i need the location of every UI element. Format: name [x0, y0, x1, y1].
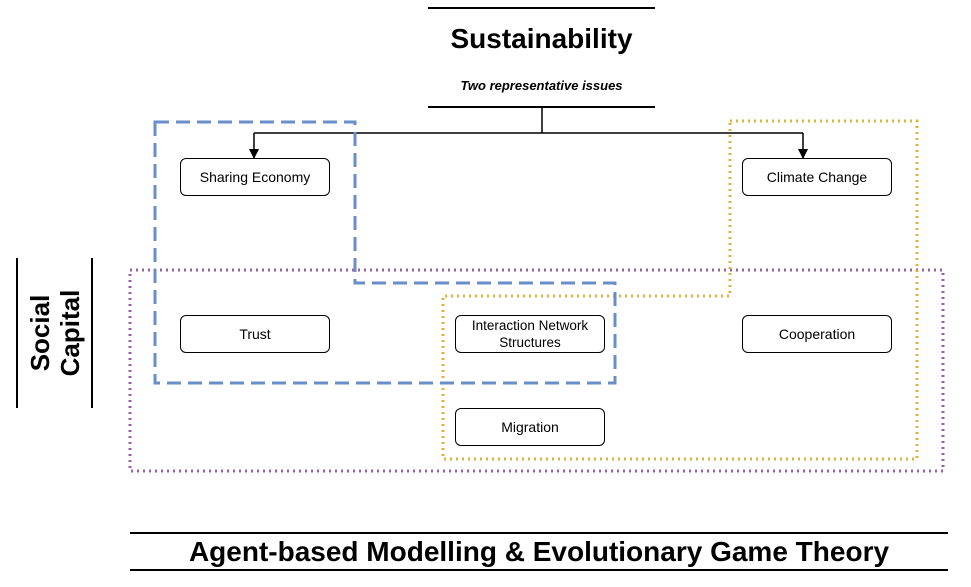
purple-dotted-group [128, 268, 945, 473]
social-capital-title: Social Capital [25, 278, 85, 388]
interaction-network-line-2: Structures [499, 335, 561, 350]
interaction-network-structures-node: Interaction Network Structures [455, 315, 605, 353]
two-representative-issues-subtitle: Two representative issues [460, 78, 623, 93]
cooperation-node: Cooperation [742, 315, 892, 353]
migration-node: Migration [455, 408, 605, 446]
climate-change-node: Climate Change [742, 158, 892, 196]
sharing-economy-node: Sharing Economy [180, 158, 330, 196]
blue-dashed-group [153, 120, 617, 385]
agent-based-modelling-title: Agent-based Modelling & Evolutionary Gam… [188, 536, 890, 567]
gold-dotted-group [441, 119, 919, 461]
social-capital-line-2: Capital [55, 289, 85, 377]
interaction-network-line-1: Interaction Network [471, 318, 589, 333]
social-capital-line-1: Social [25, 294, 55, 372]
trust-node: Trust [180, 315, 330, 353]
sustainability-title: Sustainability [450, 23, 633, 54]
